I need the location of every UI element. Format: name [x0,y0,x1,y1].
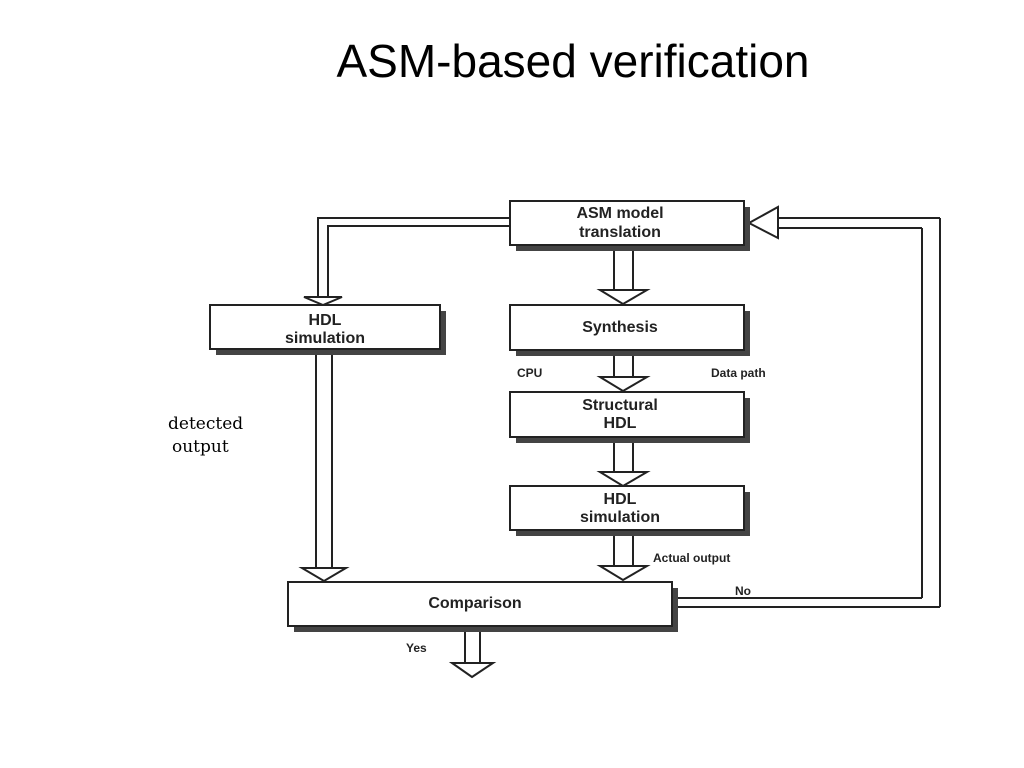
label-yes: Yes [406,641,427,655]
hdl-sim-right-line-1: HDL [604,491,637,508]
label-data-path: Data path [711,366,766,380]
feedback-loop-no [664,205,941,608]
synthesis-label: Synthesis [582,319,658,336]
box-asm-model-translation: ASM model translation [509,200,750,251]
label-actual-output: Actual output [653,551,730,565]
structural-line-2: HDL [604,415,637,432]
connector-asm-to-hdl-sim-left [303,217,510,307]
structural-line-1: Structural [582,397,658,414]
label-detected-output-line-1: detected [168,414,243,434]
box-hdl-simulation-right: HDL simulation [509,485,750,536]
comparison-label: Comparison [428,595,521,612]
arrow-structural-to-hdl-sim [596,443,651,488]
box-comparison: Comparison [287,581,678,632]
arrow-hdl-sim-to-comparison [596,535,651,582]
arrow-asm-to-synthesis [596,246,651,306]
box-hdl-simulation-left: HDL simulation [209,304,446,355]
slide-title: ASM-based verification [336,35,810,87]
arrow-hdl-sim-left-to-comparison [298,355,350,583]
hdl-sim-right-line-2: simulation [580,509,660,526]
hdl-sim-left-line-1: HDL [309,312,342,329]
box-structural-hdl: Structural HDL [509,391,750,443]
label-detected-output-line-2: output [172,437,229,457]
arrow-comparison-yes [448,630,497,679]
hdl-sim-left-line-2: simulation [285,330,365,347]
arrow-synthesis-to-structural [596,356,651,393]
box-synthesis: Synthesis [509,304,750,356]
asm-box-line-1: ASM model [576,205,663,222]
asm-box-line-2: translation [579,224,661,241]
label-cpu: CPU [517,366,542,380]
label-no: No [735,584,751,598]
